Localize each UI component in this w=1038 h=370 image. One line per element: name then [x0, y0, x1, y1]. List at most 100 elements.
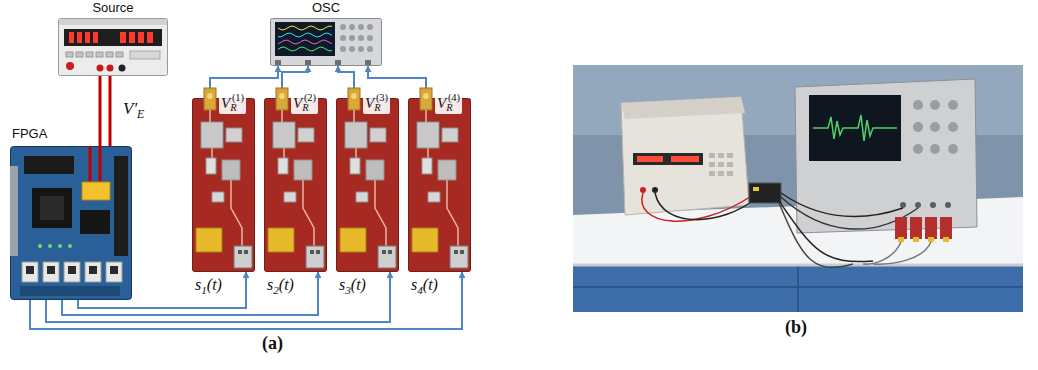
device-label: Source: [58, 1, 168, 15]
fpga-chip: [80, 210, 110, 234]
supply-terminal: [107, 65, 114, 72]
sensor-component: [370, 128, 386, 142]
drawing-part: [940, 217, 952, 239]
signal-terminal: [234, 246, 252, 268]
photo-supply-keys: [709, 153, 733, 176]
lab-photo: [573, 65, 1023, 312]
power-wire-line: [109, 76, 112, 146]
signal-terminal: [378, 246, 396, 268]
photo-cable: [779, 201, 873, 262]
sma-connector: [276, 88, 288, 110]
photo-supply-display: [633, 153, 703, 165]
sensor-component: [350, 158, 360, 174]
fpga-pcb: [11, 147, 132, 300]
sma-pin: [207, 93, 213, 99]
photo-cable: [781, 193, 903, 217]
pcb-trace: [211, 148, 213, 158]
signal-wire-line: [210, 66, 278, 88]
power-wire-line: [99, 76, 102, 146]
terminal-screw: [238, 250, 242, 254]
voltage-label: V′E: [122, 100, 145, 121]
math-subscript: R: [446, 102, 452, 113]
sensor-component: [222, 160, 240, 180]
sensor-component: [278, 158, 288, 174]
terminal-screw: [244, 250, 248, 254]
supply-digit: [129, 32, 135, 43]
fpga-led: [48, 244, 52, 248]
pcb-trace: [375, 180, 386, 246]
photo-fpga: [749, 183, 781, 203]
drawing-part: [948, 100, 958, 110]
sensor-pcb: [193, 99, 255, 272]
math-symbol: s: [411, 276, 417, 293]
terminal-screw: [316, 250, 320, 254]
sensor-pcb: [337, 99, 399, 272]
sensor-board: VR(4)s4(t): [408, 88, 471, 272]
signal-header: [85, 262, 101, 282]
supply-button: [86, 52, 93, 57]
power-connector: [82, 182, 110, 200]
math-subscript: 2: [273, 284, 279, 296]
scope-screen: [275, 22, 335, 56]
signal-header: [22, 262, 38, 282]
supply-button: [116, 52, 123, 57]
pcb-trace: [353, 110, 355, 122]
supply-digit: [147, 32, 153, 43]
math-superscript: (2): [304, 92, 316, 103]
fpga-led: [68, 244, 72, 248]
voltage-label: VR(4): [435, 92, 462, 114]
signal-pin: [26, 266, 34, 274]
signal-wire: [282, 66, 308, 88]
pcb-trace: [355, 148, 357, 158]
supply-terminal: [97, 65, 104, 72]
sensor-component: [422, 158, 432, 174]
signal-label: s3(t): [339, 276, 366, 296]
scope-knob: [349, 24, 355, 30]
sma-pin: [351, 93, 357, 99]
signal-pin: [68, 266, 76, 274]
math-subscript: E: [137, 107, 144, 121]
signal-wire: [368, 66, 426, 88]
drawing-part: [913, 122, 923, 132]
terminal-screw: [454, 250, 458, 254]
device-label: FPGA: [12, 127, 47, 141]
supply-button: [96, 52, 103, 57]
sma-connector: [420, 88, 432, 110]
photo-wall: [573, 65, 1023, 312]
sensor-component: [284, 192, 296, 202]
math-subscript: R: [374, 102, 380, 113]
drawing-part: [925, 217, 937, 239]
photo-terminal: [640, 187, 646, 193]
supply-digit: [93, 32, 98, 43]
drawing-part: [718, 162, 724, 167]
power-wire: [89, 146, 92, 184]
sma-pin: [423, 93, 429, 99]
photo-terminal: [652, 187, 658, 193]
xt-connector: [340, 228, 366, 252]
supply-digit: [69, 32, 74, 43]
drawing-part: [945, 202, 951, 208]
photo-scope-screen: [809, 95, 901, 161]
terminal-screw: [382, 250, 386, 254]
math-argument: (t): [279, 276, 294, 293]
signal-pin: [89, 266, 97, 274]
sensor-board: VR(1)s1(t): [192, 88, 255, 272]
power-wire: [100, 76, 110, 146]
sensor-board-drawing: [408, 88, 471, 272]
photo-cable: [779, 203, 853, 267]
math-argument: (t): [207, 276, 222, 293]
drawing-part: [718, 153, 724, 158]
math-subscript: 1: [201, 284, 207, 296]
power-supply: Source: [58, 18, 168, 76]
drawing-part: [930, 100, 940, 110]
sensor-component: [417, 122, 439, 148]
pcb-trace: [281, 110, 283, 122]
math-symbol: V: [293, 95, 302, 111]
scope-knob: [340, 46, 346, 52]
supply-digit: [138, 32, 144, 43]
supply-button: [66, 52, 73, 57]
scope-knob: [358, 24, 364, 30]
fpga-led: [38, 244, 42, 248]
photo-cable: [863, 242, 901, 264]
supply-digit: [85, 32, 90, 43]
